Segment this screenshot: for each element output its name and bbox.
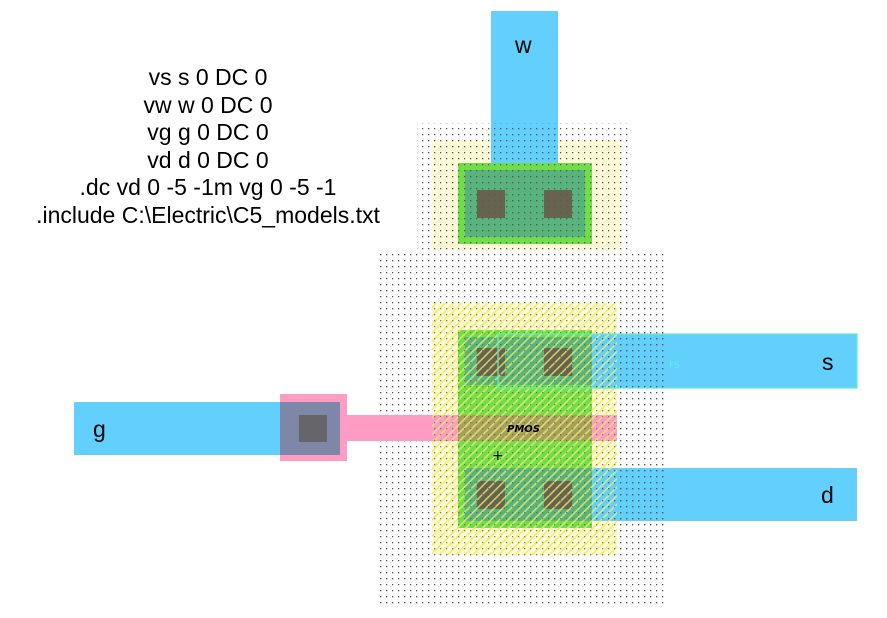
poly-contact-cut bbox=[299, 415, 327, 442]
transistor-label: PMOS bbox=[507, 424, 540, 435]
origin-marker-icon: + bbox=[492, 448, 504, 464]
port-label-w: w bbox=[514, 32, 532, 58]
spice-line: vg g 0 DC 0 bbox=[147, 119, 269, 145]
spice-line: .dc vd 0 -5 -1m vg 0 -5 -1 bbox=[79, 174, 337, 200]
metal-g-strip[interactable] bbox=[74, 402, 280, 455]
small-label: FS bbox=[669, 361, 680, 371]
spice-code-block: vs s 0 DC 0 vw w 0 DC 0 vg g 0 DC 0 vd d… bbox=[0, 64, 416, 229]
port-label-s: s bbox=[822, 349, 834, 375]
well-dots-overlay bbox=[432, 303, 668, 555]
spice-line: vw w 0 DC 0 bbox=[143, 91, 273, 118]
spice-line: .include C:\Electric\C5_models.txt bbox=[36, 201, 380, 228]
well-contact[interactable] bbox=[458, 163, 592, 244]
selection-highlight bbox=[497, 333, 858, 389]
spice-line: vd d 0 DC 0 bbox=[147, 146, 269, 173]
spice-line: vs s 0 DC 0 bbox=[148, 64, 268, 90]
port-label-d: d bbox=[821, 482, 834, 508]
port-label-g: g bbox=[93, 416, 106, 442]
